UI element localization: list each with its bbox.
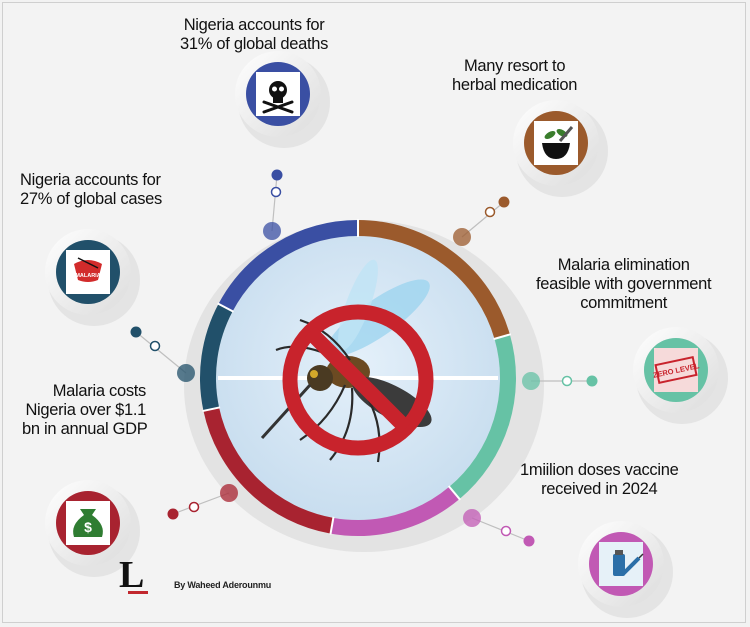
- connector-anchor: [263, 222, 281, 240]
- connector-dot: [167, 508, 179, 520]
- money-bag-icon: $: [73, 509, 103, 537]
- label-deaths: Nigeria accounts for 31% of global death…: [180, 16, 328, 54]
- label-elimination: Malaria elimination feasible with govern…: [536, 256, 712, 313]
- publisher-logo: L: [119, 554, 145, 596]
- connector-line: [461, 201, 505, 238]
- bubble-herbal: [453, 100, 608, 246]
- bubble-gdp: $: [45, 480, 238, 577]
- ring-segment-brown: [357, 220, 510, 339]
- label-line: Nigeria over $1.1: [25, 401, 146, 419]
- connector-anchor: [220, 484, 238, 502]
- connector-ring: [561, 375, 573, 387]
- label-line: feasible with government: [536, 275, 712, 293]
- bubble-elimination: ZERO LEVEL: [522, 327, 728, 424]
- mosquito-prohibited-icon: [260, 259, 434, 463]
- segment-ring: [200, 219, 516, 536]
- ring-gap: [447, 485, 461, 501]
- ring-segment-purple: [330, 486, 460, 536]
- bubble-vaccine: [463, 509, 673, 618]
- label-line: Many resort to: [463, 57, 566, 75]
- connector-line: [172, 492, 230, 515]
- connector-dot: [271, 169, 283, 181]
- connector-ring: [149, 340, 161, 352]
- ring-gap: [202, 406, 221, 413]
- logo-accent-bar: [128, 591, 148, 594]
- ring-segment-blue: [218, 220, 359, 312]
- label-line: Malaria elimination: [557, 256, 690, 274]
- label-line: Malaria costs: [52, 382, 147, 400]
- label-line: 1miilion doses vaccine: [520, 461, 679, 479]
- label-line: bn in annual GDP: [22, 420, 148, 438]
- connector-anchor: [463, 509, 481, 527]
- money-symbol: $: [84, 519, 92, 535]
- malaria-map-icon: MALARIA: [68, 252, 108, 292]
- label-line: Nigeria accounts for: [183, 16, 325, 34]
- connector-ring: [500, 525, 512, 537]
- connector-dot: [498, 196, 510, 208]
- connector-line: [135, 331, 187, 374]
- herbal-mortar-icon: [542, 126, 574, 159]
- label-line: received in 2024: [541, 480, 658, 498]
- bubble-layer: MALARIA ZERO LEVEL $: [45, 51, 728, 618]
- connector-ring: [188, 501, 200, 513]
- ring-segment-teal: [449, 334, 516, 500]
- connector-ring: [484, 206, 496, 218]
- label-line: 31% of global deaths: [180, 35, 329, 53]
- connector-dot: [523, 535, 535, 547]
- connector-dot: [130, 326, 142, 338]
- label-line: commitment: [580, 294, 668, 312]
- bubble-deaths: [235, 51, 330, 240]
- connector-dot: [586, 375, 598, 387]
- ring-gap: [217, 302, 234, 313]
- ring-gap: [493, 333, 512, 341]
- label-herbal: Many resort to herbal medication: [452, 57, 577, 95]
- label-line: 27% of global cases: [20, 190, 162, 208]
- skull-crossbones-icon: [262, 81, 294, 114]
- label-cases: Nigeria accounts for 27% of global cases: [20, 171, 162, 209]
- ring-segment-navy: [200, 303, 233, 411]
- connector-anchor: [177, 364, 195, 382]
- label-line: herbal medication: [452, 76, 578, 94]
- connector-ring: [270, 186, 282, 198]
- label-line: Nigeria accounts for: [20, 171, 161, 189]
- ring-segment-red: [203, 407, 334, 534]
- connector-line: [271, 174, 278, 232]
- vaccine-vial-icon: [599, 542, 644, 586]
- bubble-cases: MALARIA: [45, 229, 195, 382]
- ring-gap: [329, 516, 335, 535]
- connector-line: [471, 517, 530, 542]
- connector-anchor: [453, 228, 471, 246]
- label-vaccine: 1miilion doses vaccine received in 2024: [520, 461, 679, 499]
- zero-level-stamp-icon: ZERO LEVEL: [652, 348, 700, 392]
- map-caption: MALARIA: [75, 273, 100, 279]
- connector-anchor: [522, 372, 540, 390]
- byline: By Waheed Aderounmu: [174, 580, 272, 590]
- label-gdp: Malaria costs Nigeria over $1.1 bn in an…: [22, 382, 148, 439]
